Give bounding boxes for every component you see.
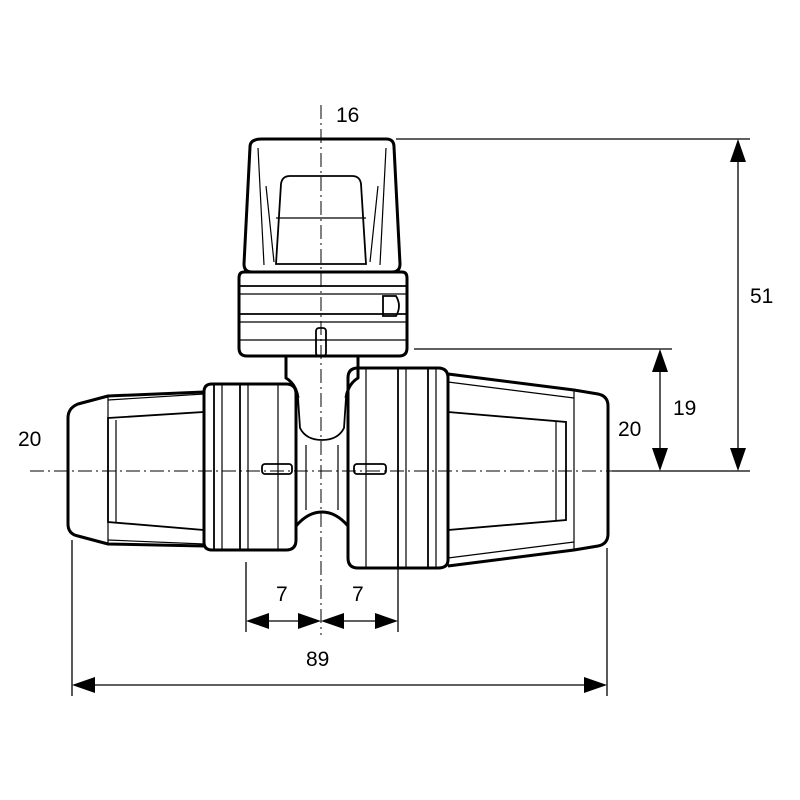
top-branch-nut xyxy=(237,270,409,358)
arrow-left xyxy=(246,613,269,629)
label-total-height: 51 xyxy=(750,285,773,308)
dimension-branch-offset: 19 xyxy=(414,348,696,471)
center-lines xyxy=(30,105,745,635)
left-nut xyxy=(202,382,298,552)
arrow-down xyxy=(730,448,746,471)
label-left-half: 7 xyxy=(276,583,288,606)
arrow-up xyxy=(652,349,668,372)
label-right-half: 7 xyxy=(352,583,364,606)
right-nut xyxy=(346,366,450,570)
arrow-down xyxy=(652,448,668,471)
dimension-half-widths: 7 7 xyxy=(245,562,399,632)
label-left-pipe: 20 xyxy=(18,428,41,451)
arrow-up xyxy=(730,139,746,162)
arrow-left xyxy=(72,677,95,693)
dimension-total-height: 51 xyxy=(396,138,773,472)
dimension-overall-length: 89 xyxy=(71,540,608,696)
right-pipe-cap xyxy=(447,372,610,568)
label-branch-offset: 19 xyxy=(673,397,696,420)
arrow-left xyxy=(321,613,344,629)
top-branch-cap xyxy=(242,137,402,274)
label-right-pipe: 20 xyxy=(618,418,641,441)
left-pipe-cap xyxy=(66,390,205,548)
label-top-branch: 16 xyxy=(336,104,359,127)
arrow-right xyxy=(584,677,607,693)
label-overall-length: 89 xyxy=(306,648,329,671)
central-body xyxy=(294,398,350,528)
arrow-right xyxy=(298,613,321,629)
arrow-right xyxy=(375,613,398,629)
